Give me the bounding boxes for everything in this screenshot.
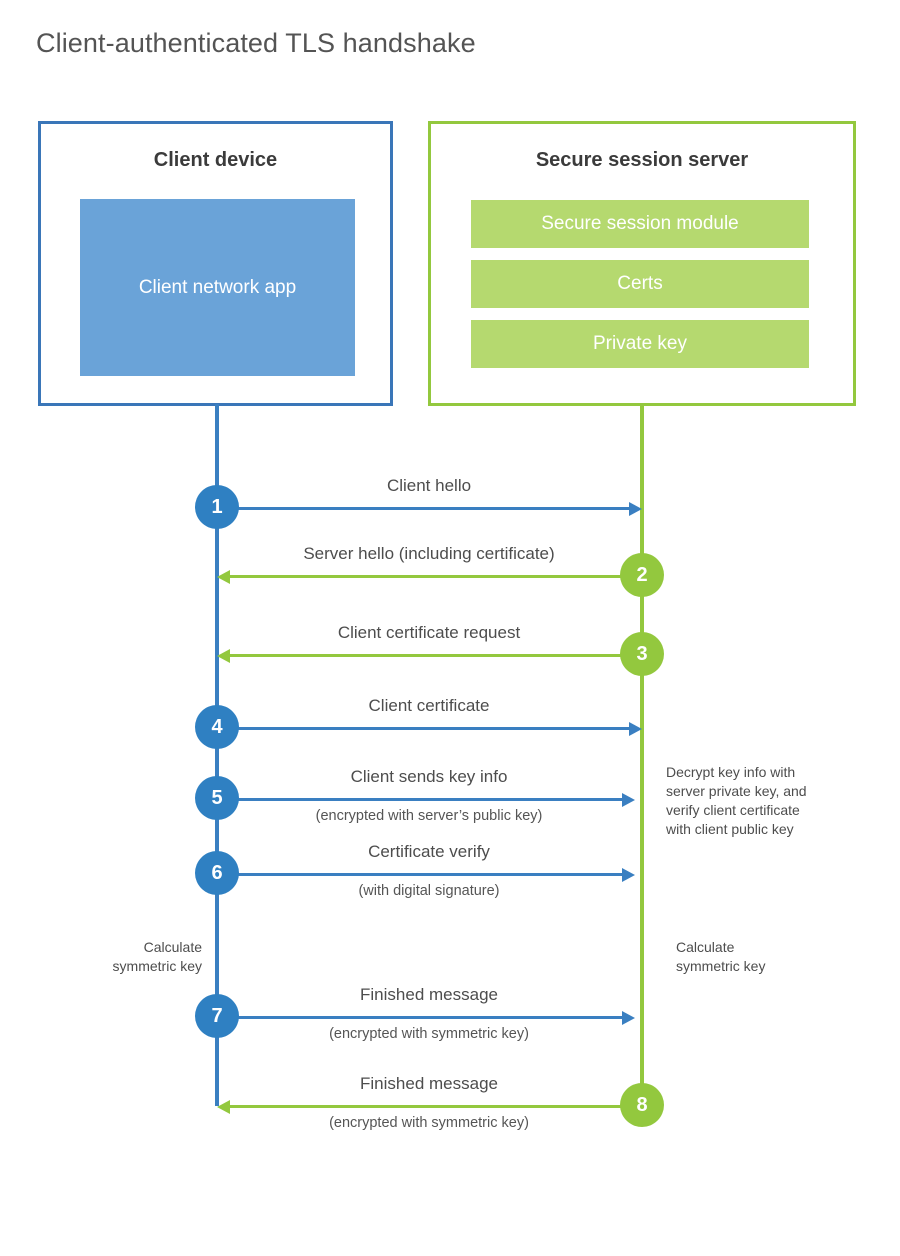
server-lifeline (640, 404, 644, 1106)
server-calculate-key-note: Calculate symmetric key (676, 939, 766, 974)
message-3-line (230, 654, 642, 657)
client-lifeline (215, 404, 219, 1106)
secure-session-server-box: Secure session server Secure session mod… (428, 121, 856, 406)
server-module-item: Certs (471, 260, 809, 308)
server-modules-list: Secure session module Certs Private key (471, 200, 809, 380)
message-8-sublabel: (encrypted with symmetric key) (329, 1115, 529, 1131)
message-8-line (230, 1105, 642, 1108)
message-6-sublabel: (with digital signature) (358, 883, 500, 899)
message-6-line (217, 873, 622, 876)
message-5-line (217, 798, 622, 801)
page-title: Client-authenticated TLS handshake (36, 28, 476, 58)
client-network-app-block: Client network app (80, 199, 355, 376)
message-4-label: Client certificate (368, 696, 490, 715)
step-badge-4[interactable]: 4 (195, 705, 239, 749)
message-2-label: Server hello (including certificate) (303, 544, 555, 563)
message-7-label: Finished message (360, 985, 498, 1004)
step-badge-8[interactable]: 8 (620, 1083, 664, 1127)
message-7-line (217, 1016, 622, 1019)
client-device-title: Client device (153, 149, 278, 171)
step-badge-7[interactable]: 7 (195, 994, 239, 1038)
server-module-item: Private key (471, 320, 809, 368)
arrowhead-right-icon (622, 868, 635, 882)
client-calculate-key-note: Calculate symmetric key (112, 939, 202, 974)
message-7-sublabel: (encrypted with symmetric key) (329, 1026, 529, 1042)
message-1-line (217, 507, 629, 510)
message-1-label: Client hello (386, 476, 472, 495)
step-badge-5[interactable]: 5 (195, 776, 239, 820)
secure-session-server-title: Secure session server (535, 149, 749, 171)
server-module-item: Secure session module (471, 200, 809, 248)
step-badge-1[interactable]: 1 (195, 485, 239, 529)
message-4-line (217, 727, 629, 730)
server-decrypt-note: Decrypt key info with server private key… (666, 764, 807, 837)
arrowhead-left-icon (217, 570, 230, 584)
client-device-box: Client device Client network app (38, 121, 393, 406)
step-badge-3[interactable]: 3 (620, 632, 664, 676)
message-8-label: Finished message (360, 1074, 498, 1093)
arrowhead-right-icon (622, 1011, 635, 1025)
message-3-label: Client certificate request (337, 623, 521, 642)
step-badge-6[interactable]: 6 (195, 851, 239, 895)
arrowhead-left-icon (217, 1100, 230, 1114)
message-2-line (230, 575, 642, 578)
message-5-sublabel: (encrypted with server’s public key) (315, 808, 543, 824)
arrowhead-right-icon (622, 793, 635, 807)
message-6-label: Certificate verify (368, 842, 490, 861)
arrowhead-right-icon (629, 502, 642, 516)
step-badge-2[interactable]: 2 (620, 553, 664, 597)
arrowhead-left-icon (217, 649, 230, 663)
message-5-label: Client sends key info (350, 767, 508, 786)
arrowhead-right-icon (629, 722, 642, 736)
